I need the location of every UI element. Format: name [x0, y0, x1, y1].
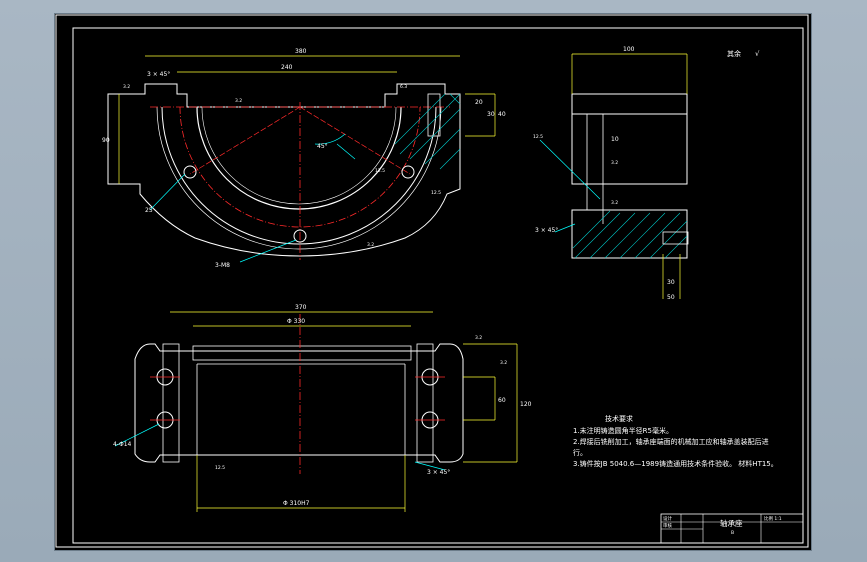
bolt-hole-left[interactable]	[183, 165, 197, 179]
tech-req-line-4: 3.铸件按JB 5040.6—1989铸造通用技术条件验收。 材料HT15。	[573, 459, 778, 468]
title-block-frame	[660, 513, 804, 544]
bore-arc	[196, 106, 402, 210]
side-view[interactable]: 100 3 × 45° 10 30 50 12.5 3.2 3.2 其余 √	[533, 46, 760, 301]
angle-leader	[336, 143, 356, 160]
dim-depth-20: 20	[475, 99, 483, 106]
side-roughness-3: 3.2	[611, 200, 618, 206]
side-roughness-2: 3.2	[611, 160, 618, 166]
section-hatch	[394, 93, 461, 170]
side-leader-1	[539, 139, 601, 200]
inner-border	[72, 27, 804, 544]
top-chamfer-leader	[414, 461, 446, 471]
roughness-2: 3.2	[235, 98, 242, 104]
tech-req-line-1: 1.未注明铸造圆角半径R5毫米。	[573, 426, 673, 435]
shell-arc	[161, 106, 437, 245]
chamfer-leader	[149, 173, 186, 211]
dim-top-length: 370	[295, 304, 307, 311]
drawing-sheet: 380 240 90 3 × 45° 45° 3-M8 20 30 40 25 …	[55, 14, 809, 548]
dim-overall-width: 380	[295, 48, 307, 55]
bore-arc-inner	[201, 106, 397, 205]
title-extra: B	[731, 530, 734, 536]
dim-chamfer: 3 × 45°	[147, 71, 170, 78]
bolt-hole-right[interactable]	[401, 165, 415, 179]
tech-req-line-3: 行。	[573, 448, 587, 457]
top-bore-band	[192, 345, 412, 361]
dim-top-60: 60	[498, 397, 506, 404]
title-label-b: 审核	[663, 522, 672, 529]
roughness-1: 3.2	[123, 84, 130, 90]
side-hatch	[572, 210, 688, 259]
title-label-a: 设计	[663, 515, 672, 522]
side-tapped-hole	[662, 231, 689, 245]
top-flange-left	[162, 343, 180, 463]
dim-40: 40	[498, 111, 506, 118]
roughness-note-label: 其余	[727, 49, 741, 58]
bolt-hole-bottom[interactable]	[293, 229, 307, 243]
roughness-5: 3.2	[367, 242, 374, 248]
title-part-name: 轴承座	[720, 518, 743, 528]
outer-border	[55, 14, 809, 548]
top-roughness-1: 3.2	[475, 335, 482, 341]
top-holes-leader	[114, 423, 160, 447]
dim-side-50: 50	[667, 294, 675, 301]
side-leader-2	[554, 223, 576, 233]
dim-side-width: 100	[623, 46, 635, 53]
dim-top-bore: Φ 330	[287, 318, 305, 325]
roughness-4: 12.5	[431, 190, 441, 196]
top-view[interactable]: 370 Φ 330 Φ 310H7 4-Φ14 3 × 45° 60 120 3…	[113, 304, 532, 512]
cad-viewport[interactable]: 380 240 90 3 × 45° 45° 3-M8 20 30 40 25 …	[55, 14, 811, 550]
tech-req-line-2: 2.焊接后铣削加工，轴承座端面的机械加工应和轴承盖装配后进	[573, 437, 769, 446]
dim-side-chamfer: 3 × 45°	[535, 227, 558, 234]
front-body-outline	[107, 83, 461, 257]
dim-bolt-holes: 3-M8	[215, 262, 230, 269]
dim-side-10: 10	[611, 136, 619, 143]
tech-req-title: 技术要求	[605, 414, 633, 423]
top-roughness-3: 12.5	[215, 465, 225, 471]
dim-side-30: 30	[667, 279, 675, 286]
shell-arc-outer	[156, 106, 442, 250]
dim-top-holes: 4-Φ14	[113, 441, 132, 448]
dim-angle: 45°	[317, 143, 328, 150]
angle-arc	[314, 133, 346, 145]
dim-top-fit: Φ 310H7	[283, 500, 310, 507]
side-roughness-1: 12.5	[533, 134, 543, 140]
side-body-outline	[571, 93, 688, 185]
dim-top-chamfer: 3 × 45°	[427, 469, 450, 476]
hole-leader	[239, 239, 297, 263]
dim-inner-width: 240	[281, 64, 293, 71]
radial-line-right	[299, 106, 411, 175]
top-body-outline	[134, 343, 464, 463]
roughness-symbol-icon: √	[755, 50, 760, 58]
dim-top-120: 120	[520, 401, 532, 408]
dim-height: 90	[102, 137, 110, 144]
dim-30: 30	[487, 111, 495, 118]
tapped-hole	[427, 93, 441, 137]
dim-25: 25	[145, 207, 153, 214]
technical-requirements: 技术要求 1.未注明铸造圆角半径R5毫米。 2.焊接后铣削加工，轴承座端面的机械…	[573, 414, 778, 468]
title-block[interactable]: 设计 审核 轴承座 比例 1:1 B	[660, 513, 804, 544]
title-scale: 比例 1:1	[764, 515, 782, 522]
front-view[interactable]: 380 240 90 3 × 45° 45° 3-M8 20 30 40 25 …	[102, 48, 506, 269]
top-flange-right	[416, 343, 434, 463]
top-roughness-2: 3.2	[500, 360, 507, 366]
roughness-3: 6.3	[400, 84, 407, 90]
roughness-6: 12.5	[375, 168, 385, 174]
side-base-outline	[571, 209, 688, 259]
radial-line-left	[189, 106, 301, 175]
